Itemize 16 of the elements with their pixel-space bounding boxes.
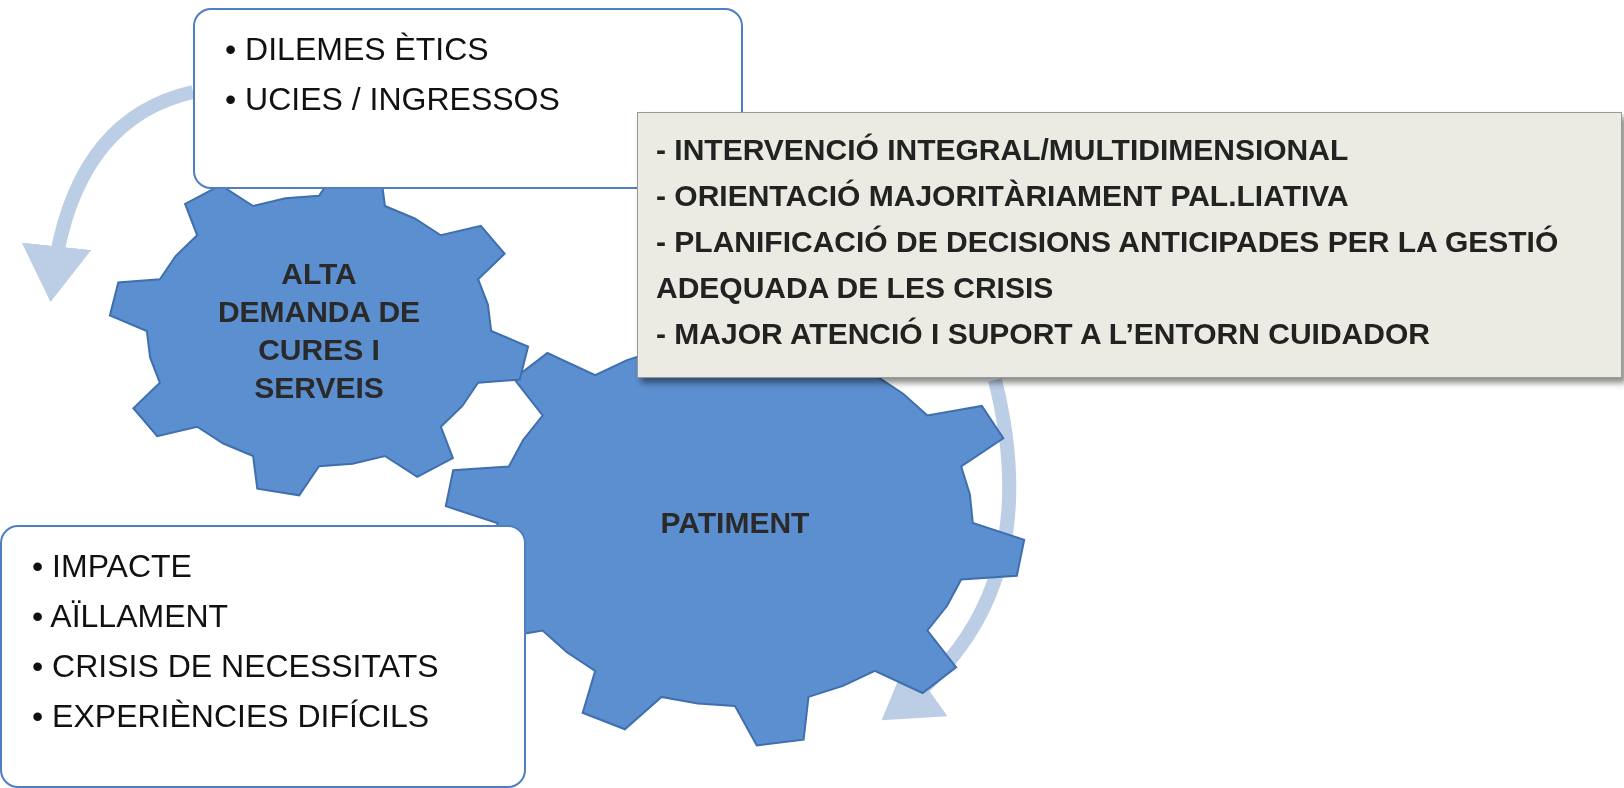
bullet-item: • IMPACTE (32, 547, 193, 586)
text-box (0, 525, 526, 788)
bullet-item: • DILEMES ÈTICS (225, 30, 490, 69)
bullet-item: • CRISIS DE NECESSITATS (32, 647, 440, 686)
bullet-item: • EXPERIÈNCIES DIFÍCILS (32, 697, 431, 736)
bullet-item: • AÏLLAMENT (32, 597, 230, 636)
note-line: - MAJOR ATENCIÓ I SUPORT A L’ENTORN CUIDADOR (656, 316, 1431, 352)
gear-label: ALTA DEMANDA DE CURES I SERVEIS (216, 256, 422, 406)
note-box (637, 112, 1622, 378)
note-line: - ORIENTACIÓ MAJORITÀRIAMENT PAL.LIATIVA (656, 178, 1350, 214)
gear-label: PATIMENT (659, 505, 811, 541)
note-line: - PLANIFICACIÓ DE DECISIONS ANTICIPADES PER LA GESTIÓ ADEQUADA DE LES CRISIS (656, 224, 1560, 306)
curved-arrow (23, 85, 195, 302)
curved-arrow (882, 378, 1017, 721)
note-line: - INTERVENCIÓ INTEGRAL/MULTIDIMENSIONAL (656, 132, 1350, 168)
bullet-item: • UCIES / INGRESSOS (225, 80, 561, 119)
